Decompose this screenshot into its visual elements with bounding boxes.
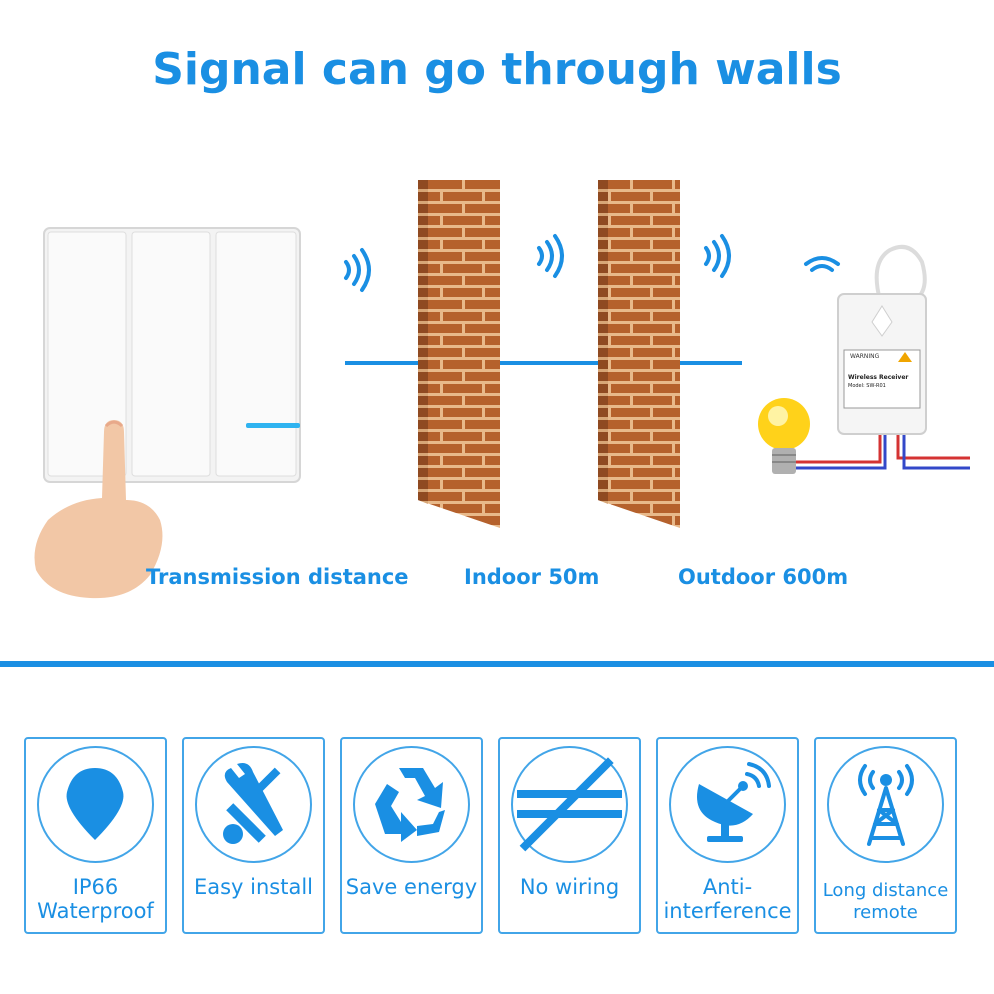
no-wiring-icon bbox=[517, 757, 622, 852]
wireless-receiver: WARNING Wireless Receiver Model: SW-R01 bbox=[837, 245, 927, 435]
feature-label-line1: Long distance bbox=[822, 880, 949, 901]
satellite-dish-icon bbox=[697, 762, 771, 842]
feature-label-line1: Anti- bbox=[702, 875, 753, 899]
feature-label-line1: No wiring bbox=[519, 875, 620, 899]
tools-icon bbox=[223, 763, 283, 844]
headline: Signal can go through walls bbox=[152, 44, 842, 95]
feature-save-energy: Save energy bbox=[340, 737, 483, 934]
wall-switch-panel bbox=[43, 227, 301, 483]
light-bulb-icon bbox=[758, 398, 810, 474]
feature-label-line2: remote bbox=[853, 902, 918, 923]
recycle-icon bbox=[375, 768, 445, 842]
feature-label-line2: Waterproof bbox=[37, 899, 154, 923]
caption-indoor: Indoor 50m bbox=[464, 565, 600, 589]
feature-label-line1: Save energy bbox=[345, 875, 478, 899]
feature-no-wiring: No wiring bbox=[498, 737, 641, 934]
signal-line bbox=[345, 361, 742, 365]
signal-illustration: WARNING Wireless Receiver Model: SW-R01 bbox=[34, 180, 970, 599]
feature-label-line1: Easy install bbox=[193, 875, 314, 899]
feature-label-line2: interference bbox=[663, 899, 792, 923]
feature-easy-install: Easy install bbox=[182, 737, 325, 934]
feature-anti-interference: Anti-interference bbox=[656, 737, 799, 934]
brick-wall-2 bbox=[598, 180, 680, 528]
signal-wave-icon bbox=[344, 234, 840, 292]
caption-outdoor: Outdoor 600m bbox=[678, 565, 849, 589]
feature-label-line1: IP66 bbox=[72, 875, 119, 899]
antenna-tower-icon bbox=[858, 764, 914, 846]
wires bbox=[796, 430, 970, 470]
receiver-model: Model: SW-R01 bbox=[848, 383, 886, 389]
caption-transmission: Transmission distance bbox=[146, 565, 409, 589]
section-divider bbox=[0, 661, 994, 667]
receiver-title: Wireless Receiver bbox=[848, 374, 908, 381]
pressing-hand bbox=[34, 420, 163, 599]
brick-wall-1 bbox=[418, 180, 500, 528]
water-drop-icon bbox=[66, 768, 124, 840]
receiver-warning: WARNING bbox=[850, 353, 880, 360]
